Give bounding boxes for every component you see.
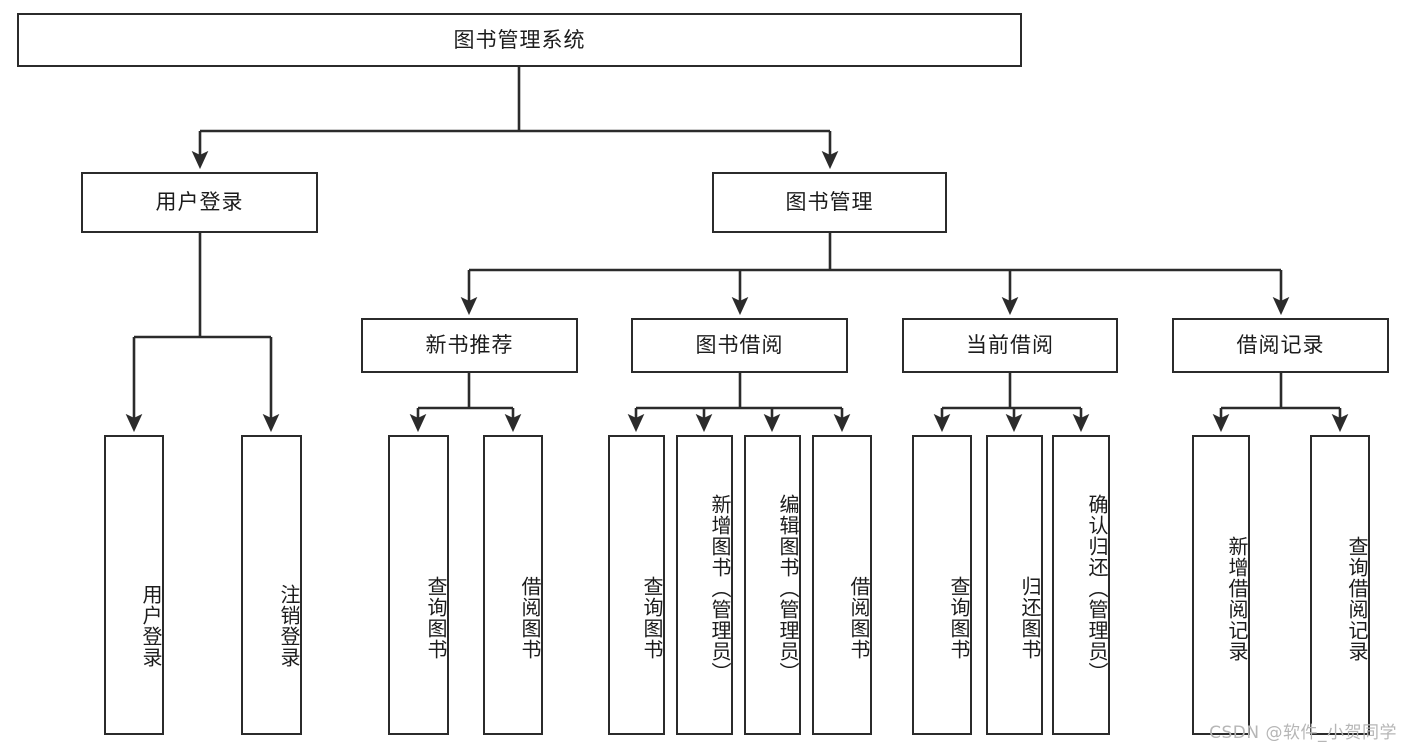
node-leaf-query-book-3[interactable]: 查询图书: [912, 435, 972, 735]
node-leaf-add-book-label: 新增图书（管理员）: [708, 493, 732, 683]
node-borrow-record-label: 借阅记录: [1236, 333, 1325, 358]
node-leaf-query-record[interactable]: 查询借阅记录: [1310, 435, 1370, 735]
node-new-book-recommend-label: 新书推荐: [425, 333, 514, 358]
node-leaf-return-book-label: 归还图书: [1018, 575, 1042, 660]
node-current-borrow-label: 当前借阅: [966, 333, 1054, 358]
node-user-login[interactable]: 用户登录: [81, 172, 318, 233]
node-book-manage-label: 图书管理: [785, 190, 874, 215]
node-leaf-logout-label: 注销登录: [277, 584, 301, 668]
node-book-manage[interactable]: 图书管理: [712, 172, 947, 233]
node-leaf-query-book-1-label: 查询图书: [424, 575, 448, 660]
node-leaf-logout[interactable]: 注销登录: [241, 435, 302, 735]
node-leaf-add-book[interactable]: 新增图书（管理员）: [676, 435, 733, 735]
node-root-label: 图书管理系统: [453, 27, 586, 52]
node-leaf-edit-book[interactable]: 编辑图书（管理员）: [744, 435, 801, 735]
node-leaf-query-book-2-label: 查询图书: [640, 575, 664, 660]
node-user-login-label: 用户登录: [155, 190, 244, 215]
csdn-watermark: CSDN @软件_小贺同学: [1209, 723, 1397, 743]
node-leaf-confirm-return-label: 确认归还（管理员）: [1085, 493, 1109, 683]
node-borrow-record[interactable]: 借阅记录: [1172, 318, 1389, 373]
node-leaf-add-record-label: 新增借阅记录: [1225, 536, 1249, 662]
node-leaf-borrow-book-1[interactable]: 借阅图书: [483, 435, 543, 735]
node-current-borrow[interactable]: 当前借阅: [902, 318, 1118, 373]
node-root[interactable]: 图书管理系统: [17, 13, 1022, 67]
node-leaf-borrow-book-1-label: 借阅图书: [518, 575, 542, 660]
node-leaf-edit-book-label: 编辑图书（管理员）: [776, 493, 800, 683]
node-leaf-query-record-label: 查询借阅记录: [1345, 536, 1369, 662]
node-leaf-user-login-label: 用户登录: [139, 584, 163, 668]
node-book-borrow-label: 图书借阅: [695, 333, 784, 358]
node-leaf-borrow-book-2[interactable]: 借阅图书: [812, 435, 872, 735]
node-book-borrow[interactable]: 图书借阅: [631, 318, 848, 373]
node-leaf-return-book[interactable]: 归还图书: [986, 435, 1043, 735]
node-leaf-query-book-1[interactable]: 查询图书: [388, 435, 449, 735]
node-leaf-borrow-book-2-label: 借阅图书: [847, 575, 871, 660]
node-leaf-confirm-return[interactable]: 确认归还（管理员）: [1052, 435, 1110, 735]
node-leaf-query-book-2[interactable]: 查询图书: [608, 435, 665, 735]
node-leaf-query-book-3-label: 查询图书: [947, 575, 971, 660]
node-leaf-add-record[interactable]: 新增借阅记录: [1192, 435, 1250, 735]
node-new-book-recommend[interactable]: 新书推荐: [361, 318, 578, 373]
node-leaf-user-login[interactable]: 用户登录: [104, 435, 164, 735]
